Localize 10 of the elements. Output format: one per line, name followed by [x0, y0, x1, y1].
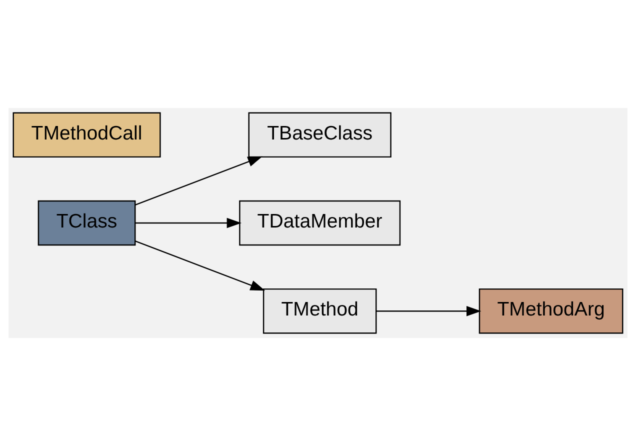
node-box: TClass — [38, 200, 136, 246]
node-box: TMethodCall — [12, 112, 161, 158]
arrow — [376, 306, 482, 316]
node-box: TBaseClass — [248, 112, 392, 158]
node-box: TDataMember — [239, 200, 401, 246]
arrow — [135, 240, 266, 291]
arrow — [135, 218, 242, 228]
node-box: TMethod — [262, 288, 377, 334]
node-box: TMethodArg — [478, 288, 624, 334]
arrow — [135, 156, 263, 206]
